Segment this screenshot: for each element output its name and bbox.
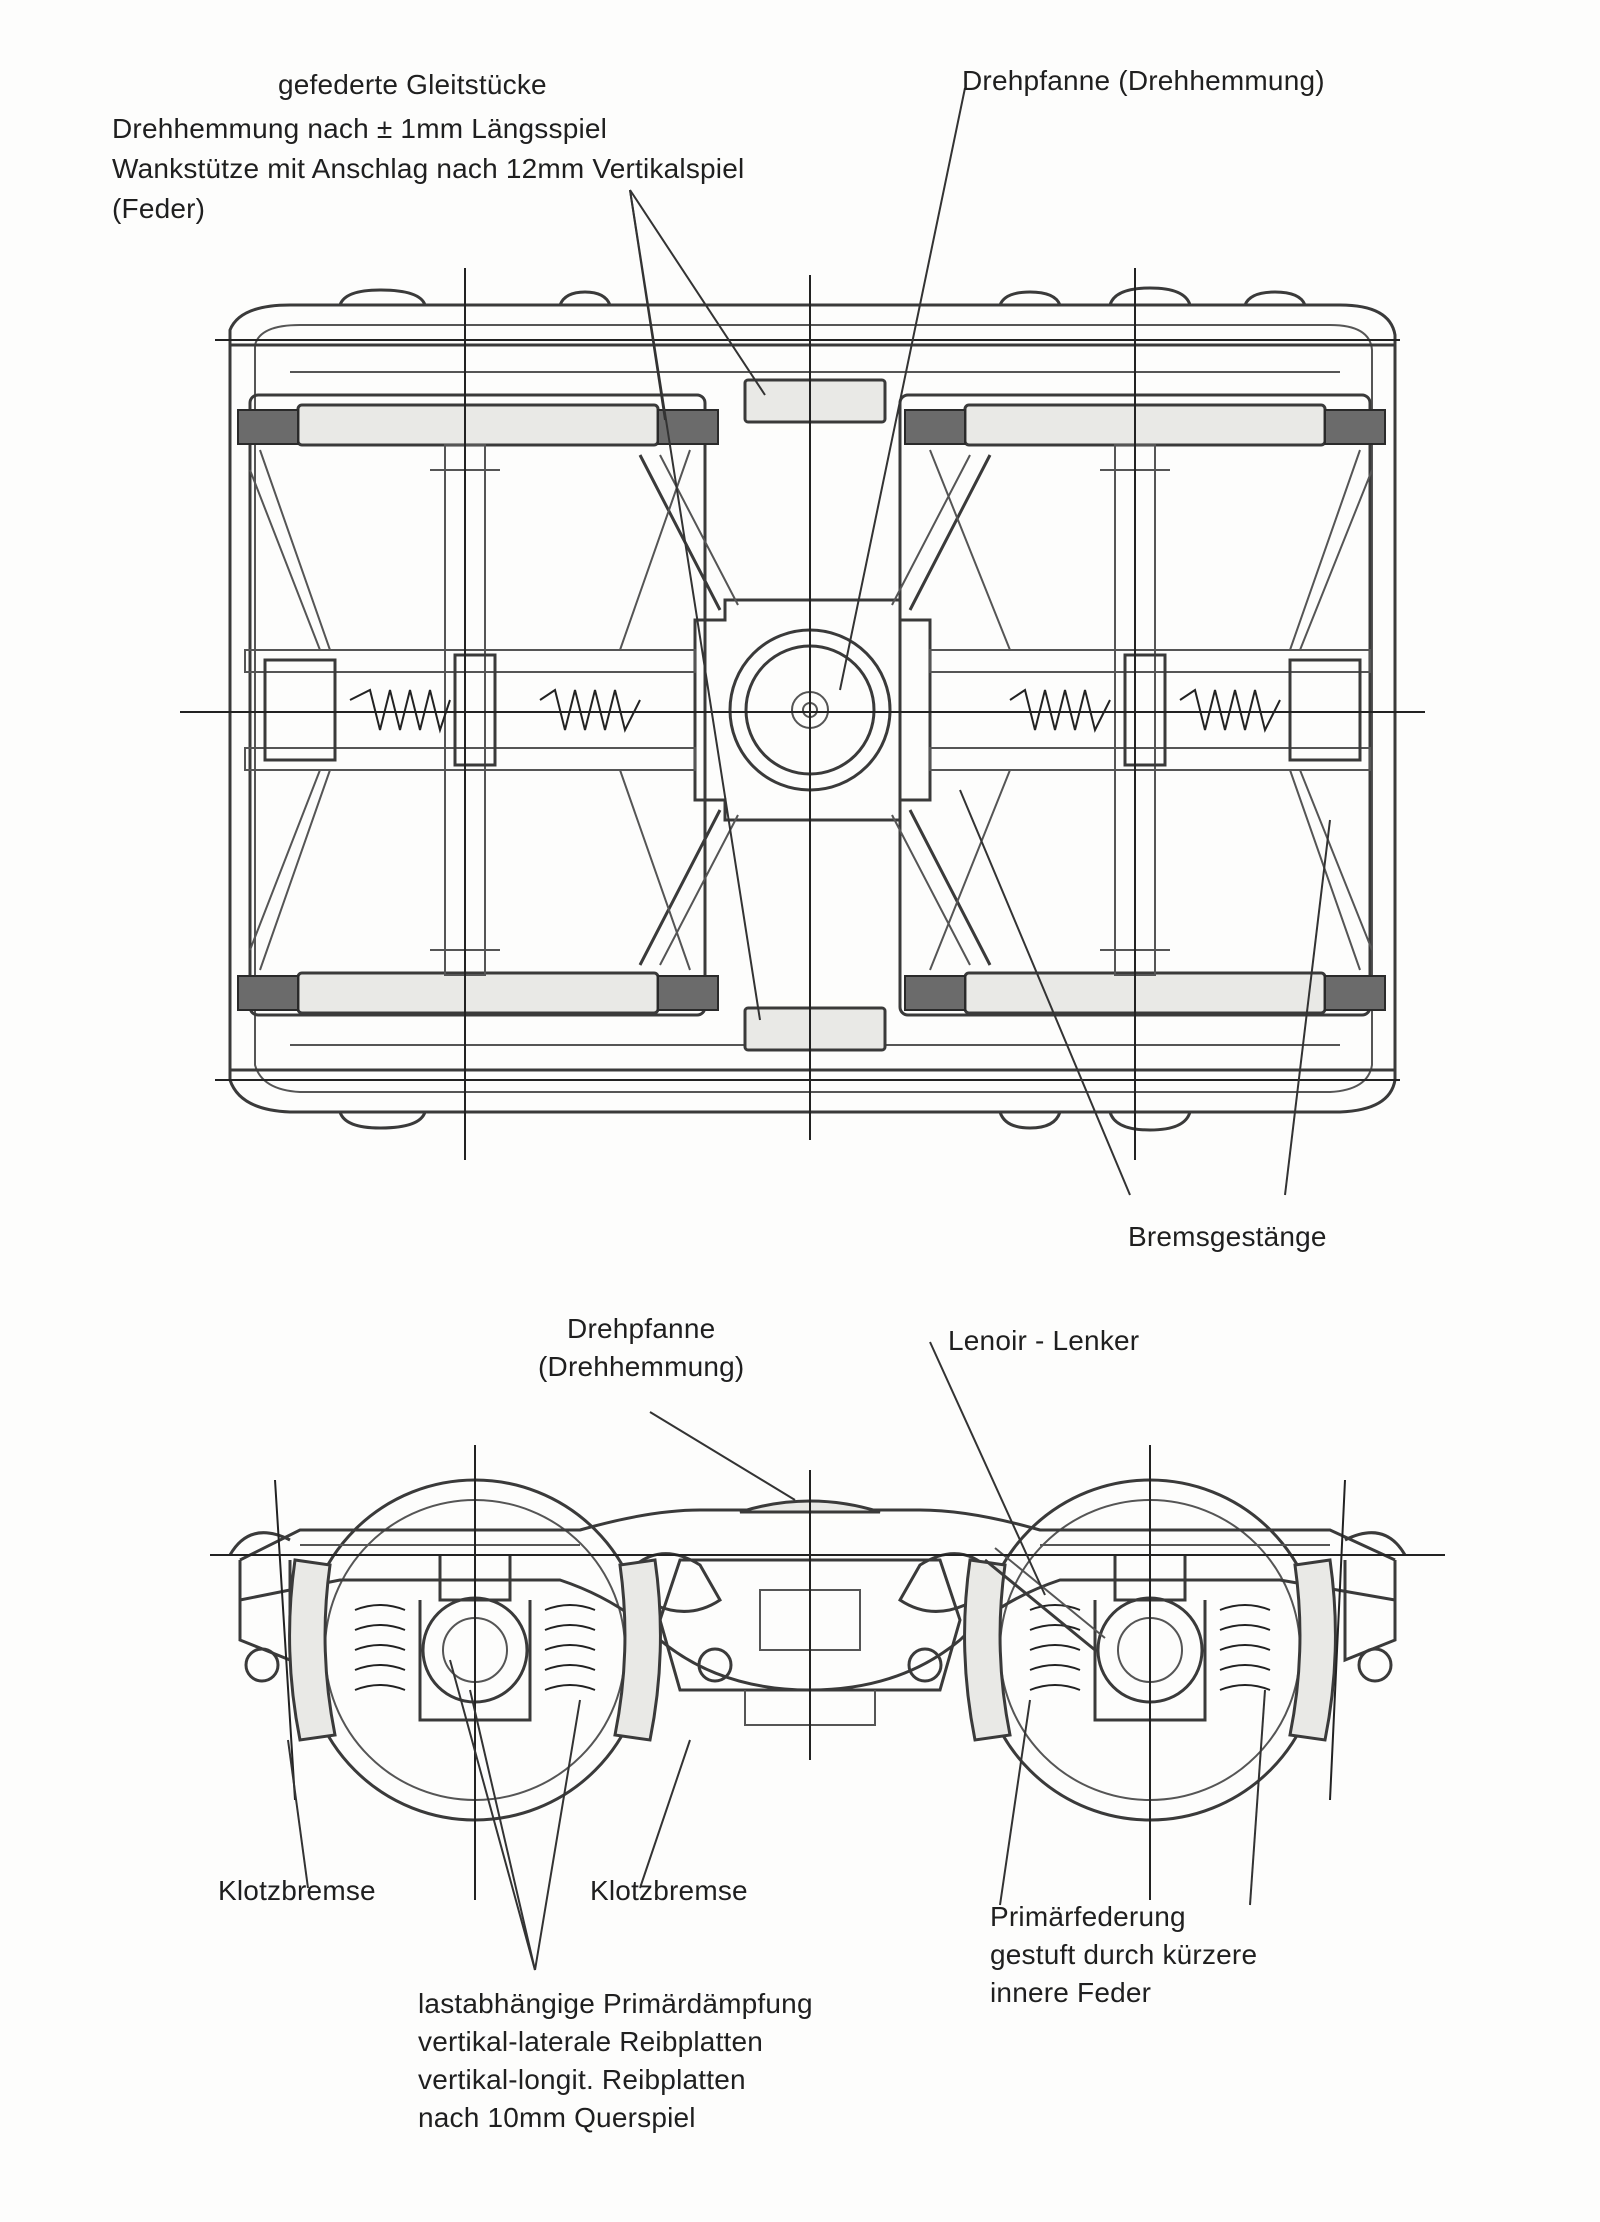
label-drehpfanne-top: Drehpfanne (Drehhemmung) (962, 65, 1325, 96)
label-lenoir-lenker: Lenoir - Lenker (948, 1325, 1140, 1356)
label-wankstuetze: Wankstütze mit Anschlag nach 12mm Vertik… (112, 153, 745, 184)
label-klotzbremse-left: Klotzbremse (218, 1875, 376, 1906)
plan-view-leaders (629, 87, 1331, 1196)
label-drehhemmung-laengsspiel: Drehhemmung nach ± 1mm Längsspiel (112, 113, 608, 144)
label-feder: (Feder) (112, 193, 206, 224)
bogie-side-view (210, 1445, 1445, 1900)
label-primaerfederung: Primärfederung gestuft durch kürzere inn… (990, 1901, 1258, 2008)
label-klotzbremse-right: Klotzbremse (590, 1875, 748, 1906)
label-primaerdaempfung: lastabhängige Primärdämpfung vertikal-la… (418, 1988, 813, 2133)
side-view-leaders (287, 1341, 1266, 1971)
label-gleitstuecke: gefederte Gleitstücke (278, 69, 547, 100)
label-drehpfanne-side: Drehpfanne (Drehhemmung) (538, 1313, 745, 1382)
label-bremsgestaenge: Bremsgestänge (1128, 1221, 1327, 1252)
bogie-plan-view (180, 268, 1425, 1160)
